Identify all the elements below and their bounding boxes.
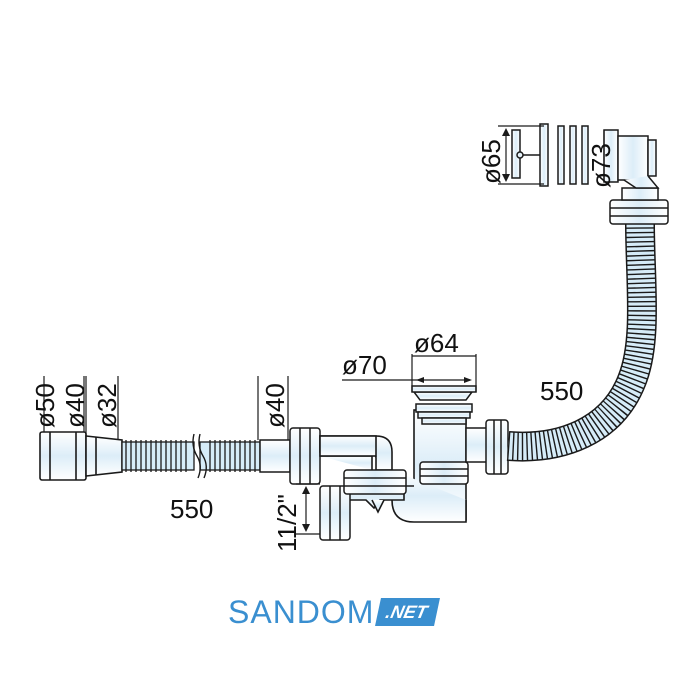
- right-hose-length-label: 550: [540, 376, 583, 406]
- left-hose-length-label: 550: [170, 494, 213, 524]
- left-corrugated-hose: [121, 440, 261, 472]
- overflow-d70-label: ø70: [342, 350, 387, 380]
- overflow-d64-label: ø64: [414, 328, 459, 358]
- dimension-lines: [43, 125, 605, 535]
- brand-tld: .NET: [375, 598, 441, 626]
- left-d32-label: ø32: [92, 383, 122, 428]
- left-drain-assembly: [39, 431, 123, 481]
- top-d73-label: ø73: [586, 143, 616, 188]
- brand-logo: SANDOM .NET: [228, 592, 441, 632]
- left-d40-label: ø40: [60, 383, 90, 428]
- right-corrugated-hose: [506, 223, 657, 462]
- top-union-nut: [609, 187, 669, 225]
- trap-nut-lower: [319, 485, 351, 541]
- left-d50-label: ø50: [30, 383, 60, 428]
- top-d65-label: ø65: [476, 139, 506, 184]
- waste-plug-assembly: [511, 123, 660, 189]
- left-union-nut: [259, 427, 321, 485]
- mid-d40-label: ø40: [260, 383, 290, 428]
- overflow-grate: [411, 385, 477, 425]
- right-union-nut: [465, 419, 509, 475]
- dimension-arrows: [302, 128, 510, 532]
- brand-name: SANDOM: [228, 593, 375, 630]
- thread-label: 11/2": [272, 494, 302, 552]
- tee-nut: [419, 461, 469, 485]
- hose-break-mark: [192, 433, 207, 479]
- trap-nut-middle: [343, 469, 407, 495]
